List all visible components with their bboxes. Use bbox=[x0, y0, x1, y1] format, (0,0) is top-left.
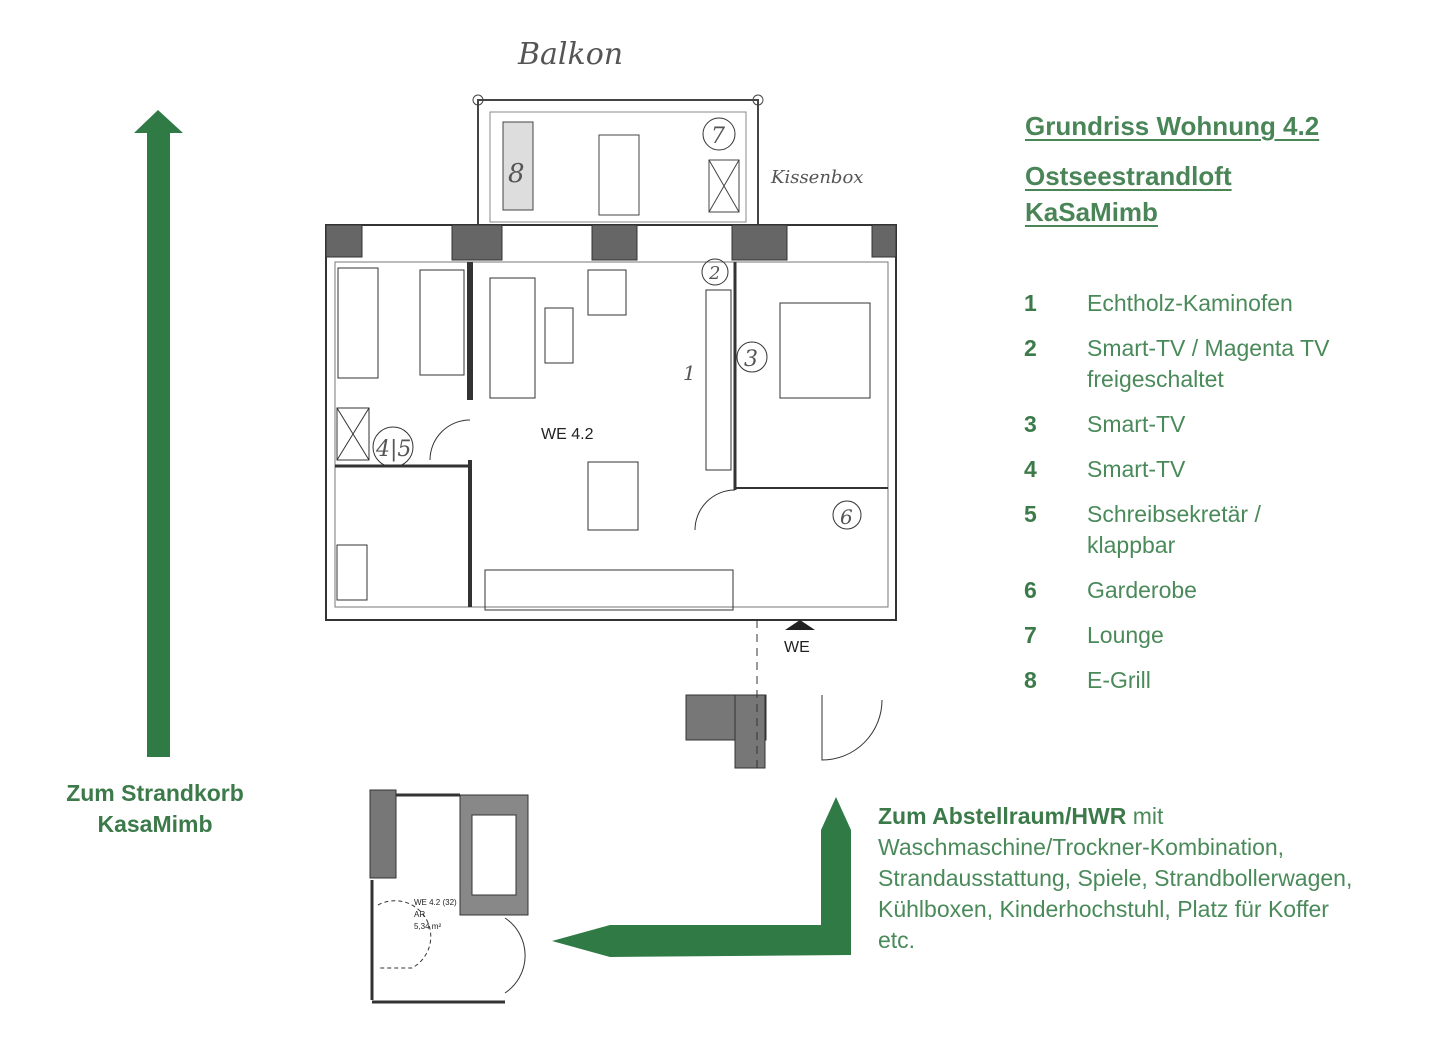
subtitle-line2: KaSaMimb bbox=[1025, 197, 1158, 227]
entrance-label: WE bbox=[784, 639, 810, 656]
arrow-left-icon bbox=[552, 797, 851, 957]
unit-label: WE 4.2 bbox=[541, 426, 594, 443]
marker-2: 2 bbox=[708, 263, 720, 284]
balcony-label: Balkon bbox=[517, 37, 623, 72]
storage-area-label: 5,34 m² bbox=[414, 922, 441, 931]
strandkorb-note: Zum Strandkorb KasaMimb bbox=[66, 780, 244, 837]
marker-8: 7 bbox=[711, 124, 725, 149]
subtitle-line1: Ostseestrandloft bbox=[1025, 161, 1232, 191]
entrance-arrow-icon bbox=[785, 620, 815, 630]
storage-note: Zum Abstellraum/HWR mit Waschmaschine/Tr… bbox=[878, 803, 1353, 953]
marker-4-5: 4|5 bbox=[375, 437, 411, 462]
marker-3: 3 bbox=[744, 347, 758, 372]
marker-7: 8 bbox=[508, 159, 525, 189]
marker-1: 1 bbox=[683, 361, 696, 385]
storage-type-label: AR bbox=[414, 910, 425, 919]
arrow-up-icon bbox=[134, 110, 183, 757]
balcony bbox=[472, 94, 764, 226]
storage-unit-label: WE 4.2 (32) bbox=[414, 898, 457, 907]
page-title: Grundriss Wohnung 4.2 bbox=[1025, 111, 1320, 141]
storage-room bbox=[369, 789, 529, 1004]
marker-6: 6 bbox=[840, 505, 853, 529]
kissenbox-label: Kissenbox bbox=[770, 167, 863, 188]
apartment-walls bbox=[325, 224, 897, 770]
